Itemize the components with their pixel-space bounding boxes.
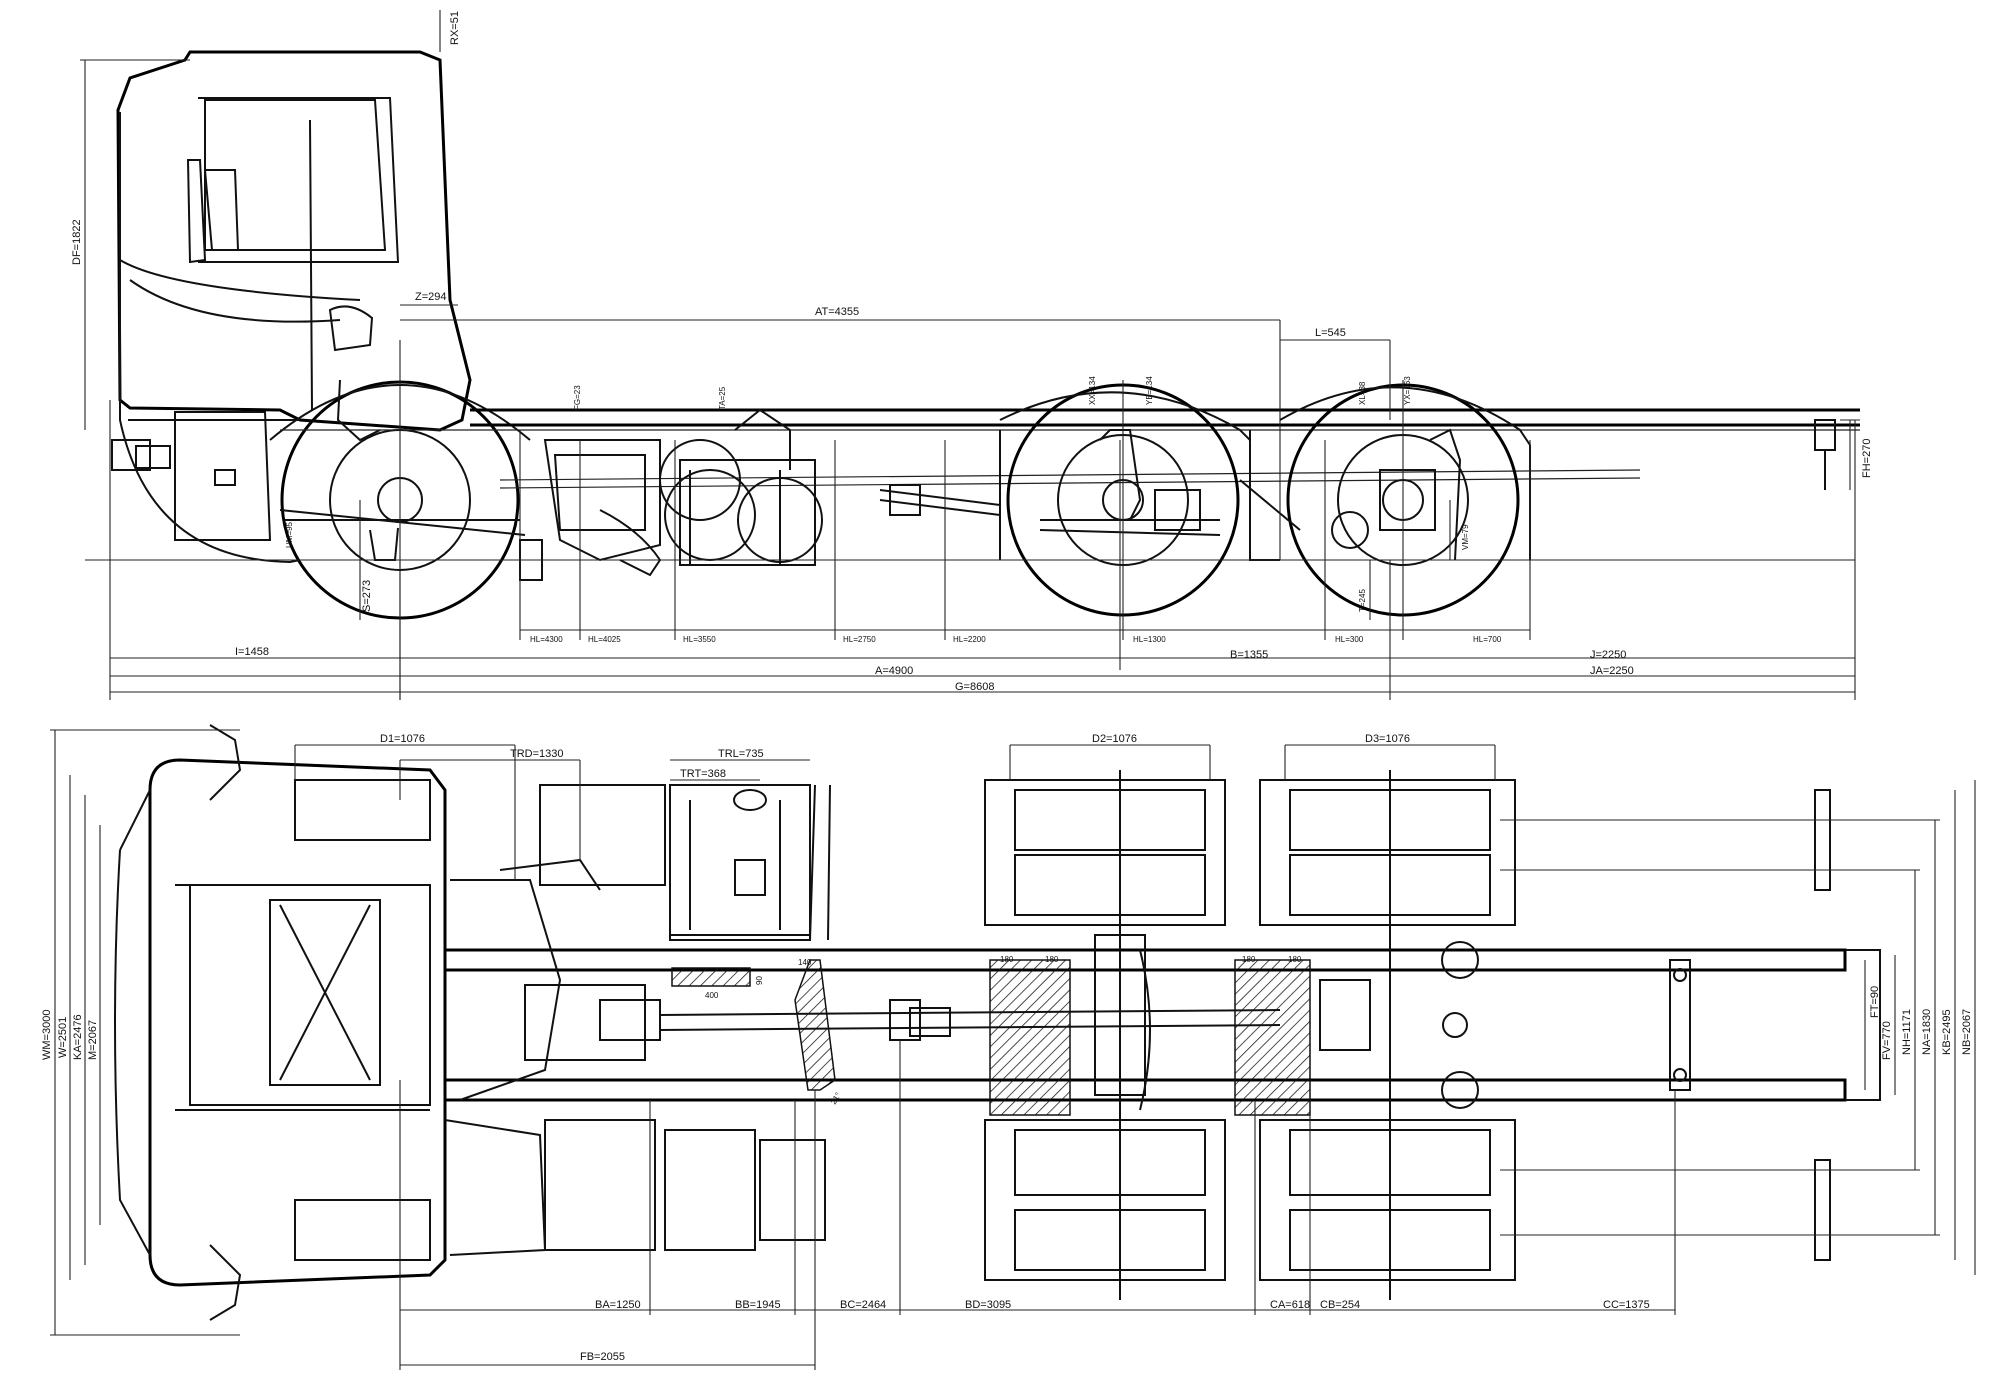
- dim-180d: 180: [1288, 955, 1302, 964]
- midframe-components: [519, 408, 1001, 581]
- dim-hl-2200: HL=2200: [953, 635, 986, 644]
- dim-w: W=2501: [57, 1017, 69, 1058]
- dim-hl-3550: HL=3550: [683, 635, 716, 644]
- rear-wheel-2: [1239, 383, 1531, 617]
- front-axle-area: [450, 784, 831, 1101]
- dim-hl-2750: HL=2750: [843, 635, 876, 644]
- dim-ta: TA=25: [718, 386, 727, 410]
- dim-bc: BC=2464: [840, 1299, 886, 1311]
- dim-j: J=2250: [1590, 649, 1626, 661]
- dim-t: T=245: [1358, 589, 1367, 612]
- dim-m: M=2067: [87, 1020, 99, 1060]
- dim-hl-300: HL=300: [1335, 635, 1364, 644]
- dim-l: L=545: [1315, 327, 1346, 339]
- side-dimension-lines: [80, 10, 1860, 700]
- dim-rx: RX=51: [449, 11, 461, 45]
- dim-bd: BD=3095: [965, 1299, 1011, 1311]
- dim-fb: FB=2055: [580, 1351, 625, 1363]
- rear-axle-1-top: [984, 770, 1226, 1300]
- dim-ka: KA=2476: [72, 1014, 84, 1060]
- dim-ft: FT=90: [1869, 986, 1881, 1018]
- lower-components: [444, 1119, 826, 1256]
- dim-fv: FV=770: [1881, 1021, 1893, 1060]
- dim-ja: JA=2250: [1590, 665, 1634, 677]
- dim-a: A=4900: [875, 665, 913, 677]
- dim-hl-4025: HL=4025: [588, 635, 621, 644]
- dim-xl: XL=38: [1358, 381, 1367, 405]
- dim-90: 90: [755, 976, 764, 985]
- side-view: RX=51 DF=1822 Z=294 AT=4355 L=545 FG=23 …: [71, 10, 1873, 700]
- dim-140: 140: [798, 958, 812, 967]
- dim-ca: CA=618: [1270, 1299, 1310, 1311]
- rear-wheel-1: [999, 383, 1251, 617]
- driveshaft: [659, 999, 1281, 1041]
- dim-vm: VM=79: [1461, 524, 1470, 550]
- dim-z: Z=294: [415, 291, 447, 303]
- dim-at: AT=4355: [815, 306, 859, 318]
- dim-d2: D2=1076: [1092, 733, 1137, 745]
- dim-i: I=1458: [235, 646, 269, 658]
- dim-d3: D3=1076: [1365, 733, 1410, 745]
- dim-nh: NH=1171: [1901, 1009, 1913, 1055]
- dim-hl-1300: HL=1300: [1133, 635, 1166, 644]
- top-dimension-lines: [50, 729, 1976, 1370]
- dim-d1: D1=1076: [380, 733, 425, 745]
- dim-cb: CB=254: [1320, 1299, 1360, 1311]
- dim-um: UM=95: [285, 521, 294, 548]
- dim-180c: 180: [1242, 955, 1256, 964]
- top-view: D1=1076 TRD=1330 TRL=735 TRT=368 D2=1076…: [41, 724, 1976, 1370]
- dim-cc: CC=1375: [1603, 1299, 1650, 1311]
- dim-df: DF=1822: [71, 219, 83, 265]
- dim-xx: XX=134: [1088, 376, 1097, 405]
- cab-top: [114, 724, 447, 1321]
- dim-ba: BA=1250: [595, 1299, 641, 1311]
- dim-na: NA=1830: [1921, 1009, 1933, 1055]
- dim-fg: FG=23: [573, 385, 582, 410]
- dim-yb: YB=134: [1145, 376, 1154, 405]
- dim-nb: NB=2067: [1961, 1009, 1973, 1055]
- fuel-tank-top: [669, 784, 811, 936]
- frame-rail-side: [280, 408, 1860, 489]
- rear-frame-end: [1814, 419, 1836, 490]
- cab-side: [111, 50, 472, 564]
- crossmembers: [671, 959, 1311, 1116]
- dim-bb: BB=1945: [735, 1299, 781, 1311]
- dim-kb: KB=2495: [1941, 1009, 1953, 1055]
- dim-b: B=1355: [1230, 649, 1268, 661]
- dim-s: S=273: [361, 580, 373, 612]
- dim-trl: TRL=735: [718, 748, 764, 760]
- rear-mudguard-right: [1814, 1159, 1831, 1261]
- dim-hl-4300: HL=4300: [530, 635, 563, 644]
- dim-180b: 180: [1045, 955, 1059, 964]
- dim-180a: 180: [1000, 955, 1014, 964]
- dim-trt: TRT=368: [680, 768, 726, 780]
- dim-400: 400: [705, 991, 719, 1000]
- dim-g: G=8608: [955, 681, 994, 693]
- rear-mudguard-left: [1814, 789, 1831, 891]
- dim-trd: TRD=1330: [510, 748, 564, 760]
- dim-fh: FH=270: [1861, 439, 1873, 478]
- dim-hl-700: HL=700: [1473, 635, 1502, 644]
- rear-axle-2-top: [1259, 770, 1516, 1300]
- dim-yx: YX=163: [1403, 376, 1412, 405]
- dim-wm: WM=3000: [41, 1010, 53, 1060]
